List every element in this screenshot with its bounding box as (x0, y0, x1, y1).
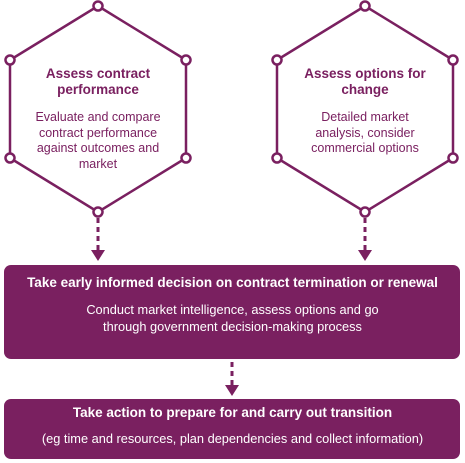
hexagon-right-body: Detailed market analysis, consider comme… (311, 110, 419, 155)
arrow-left-to-decision (91, 218, 105, 261)
action-box (4, 399, 460, 459)
arrow-right-to-decision (358, 218, 372, 261)
hexagon-left-text: Assess contract performance Evaluate and… (28, 66, 168, 172)
action-box-text: Take action to prepare for and carry out… (0, 405, 465, 447)
action-box-body: (eg time and resources, plan dependencie… (41, 431, 424, 446)
hexagon-right-vertices (271, 0, 459, 218)
hexagon-left-title: Assess contract performance (45, 66, 151, 97)
decision-box-text: Take early informed decision on contract… (0, 275, 465, 335)
decision-box-body: Conduct market intelligence, assess opti… (86, 302, 379, 334)
hexagon-left-vertices (4, 0, 192, 218)
hexagon-left-body: Evaluate and compare contract performanc… (35, 110, 161, 171)
decision-box (4, 265, 460, 359)
hexagon-right-title: Assess options for change (304, 66, 426, 97)
action-box-title: Take action to prepare for and carry out… (72, 405, 393, 420)
arrow-decision-to-action (225, 362, 239, 396)
hexagon-right-text: Assess options for change Detailed marke… (300, 66, 430, 157)
decision-box-title: Take early informed decision on contract… (27, 275, 438, 290)
